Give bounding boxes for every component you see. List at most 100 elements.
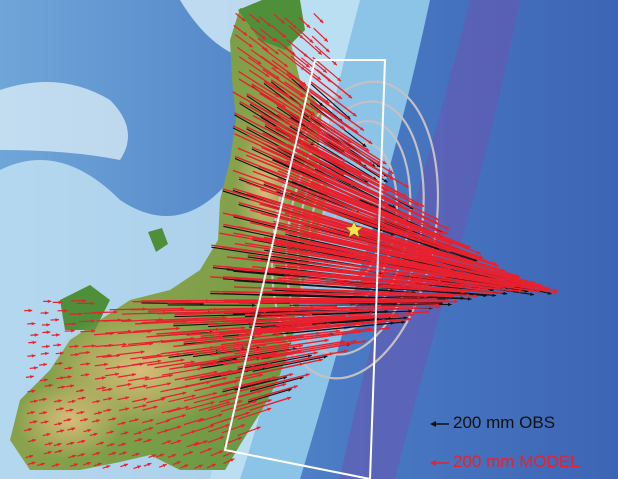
displacement-arrow <box>170 326 246 335</box>
arrow-head <box>125 396 130 400</box>
displacement-arrow <box>309 100 373 145</box>
displacement-arrow <box>263 80 316 116</box>
displacement-arrow <box>316 132 409 189</box>
arrow-head <box>553 288 558 292</box>
arrow-head <box>60 376 65 380</box>
arrow-head <box>122 342 127 347</box>
arrow-head <box>317 76 321 80</box>
arrow-head <box>324 38 328 42</box>
arrow-head <box>210 401 215 405</box>
arrow-head <box>287 342 292 346</box>
arrow-head <box>132 373 136 377</box>
arrow-head <box>352 112 357 117</box>
displacement-arrow <box>249 373 310 391</box>
arrow-head <box>75 352 80 357</box>
displacement-arrow <box>298 105 370 152</box>
arrow-head <box>530 292 534 296</box>
displacement-arrow <box>169 360 217 370</box>
displacement-arrow <box>262 267 489 291</box>
displacement-arrow <box>271 340 367 359</box>
arrow-head <box>299 344 303 348</box>
arrow-head <box>336 329 340 333</box>
arrow-head <box>46 330 51 334</box>
arrow-head <box>149 427 154 431</box>
arrow-head <box>384 201 389 205</box>
displacement-arrow <box>298 167 449 235</box>
displacement-arrow <box>184 355 244 366</box>
displacement-arrow <box>289 310 430 322</box>
arrow-head <box>365 147 370 152</box>
arrow-head <box>71 329 75 333</box>
arrow-head <box>102 386 106 390</box>
arrow-head <box>518 289 523 293</box>
displacement-arrow <box>104 343 127 347</box>
arrow-head <box>31 410 35 415</box>
arrow-head <box>184 464 189 468</box>
displacement-arrow <box>299 265 523 293</box>
displacement-arrow <box>222 376 277 391</box>
displacement-arrow <box>183 343 252 355</box>
displacement-arrow <box>237 354 312 370</box>
displacement-arrow <box>161 335 223 344</box>
arrow-head <box>492 293 497 297</box>
arrow-head <box>34 333 39 337</box>
sado-island <box>148 228 168 252</box>
displacement-arrow <box>234 373 294 389</box>
arrow-head <box>58 399 62 403</box>
arrow-head <box>319 19 324 23</box>
displacement-arrow <box>160 391 187 399</box>
displacement-arrow <box>290 114 374 166</box>
arrow-head <box>138 431 143 435</box>
arrow-head <box>239 354 244 359</box>
arrow-head <box>140 350 145 354</box>
arrow-head <box>283 361 288 365</box>
arrow-head <box>162 464 167 468</box>
arrow-head <box>536 289 540 293</box>
model-arrow-icon <box>430 459 449 466</box>
displacement-arrow <box>304 242 550 291</box>
displacement-arrow <box>233 214 433 262</box>
arrow-head <box>306 24 311 28</box>
arrow-head <box>191 430 196 434</box>
displacement-arrow <box>117 330 152 335</box>
displacement-arrow <box>315 158 440 221</box>
arrow-head <box>267 407 272 412</box>
arrow-head <box>44 351 49 356</box>
displacement-arrow <box>251 83 305 118</box>
arrow-head <box>307 92 312 96</box>
arrow-head <box>258 332 262 337</box>
arrow-head <box>78 312 83 316</box>
displacement-arrow <box>92 311 118 314</box>
displacement-arrow <box>284 255 541 293</box>
displacement-arrow <box>303 222 536 284</box>
arrow-head <box>33 420 38 424</box>
displacement-arrow <box>277 177 453 245</box>
arrow-head <box>313 351 318 355</box>
displacement-arrow <box>316 69 353 99</box>
arrow-head <box>86 362 90 366</box>
arrow-head <box>403 316 408 320</box>
displacement-arrow <box>301 181 470 250</box>
arrow-head <box>443 230 448 234</box>
displacement-arrow <box>290 190 483 260</box>
displacement-arrow <box>290 168 445 235</box>
arrow-head <box>230 458 235 462</box>
arrow-head <box>409 313 414 317</box>
arrow-head <box>30 375 34 379</box>
arrow-head <box>157 359 162 363</box>
displacement-arrow <box>263 225 509 281</box>
arrow-head <box>266 22 271 27</box>
arrow-head <box>59 407 64 411</box>
arrow-head <box>299 376 304 380</box>
displacement-arrow <box>264 247 516 288</box>
arrow-head <box>256 426 261 430</box>
displacement-arrow <box>102 319 132 322</box>
arrow-head <box>407 317 412 321</box>
displacement-arrow <box>260 256 500 289</box>
displacement-arrow <box>238 70 280 98</box>
displacement-arrow <box>206 352 278 366</box>
displacement-arrow <box>246 126 345 176</box>
displacement-arrow <box>247 385 298 401</box>
displacement-arrow <box>289 125 378 181</box>
